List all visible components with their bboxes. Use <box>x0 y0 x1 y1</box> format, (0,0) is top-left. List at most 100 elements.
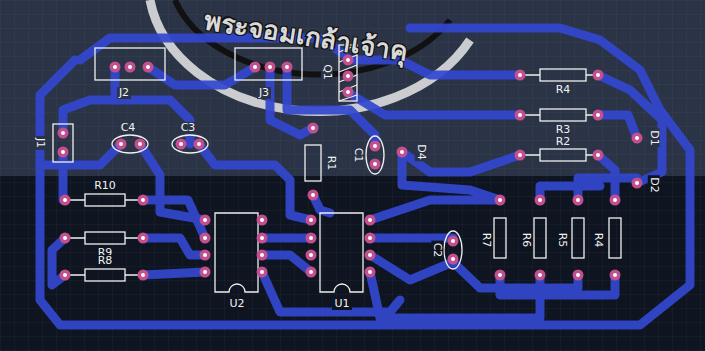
silkscreen <box>305 145 321 181</box>
pad-hole <box>119 142 123 146</box>
board-ground <box>0 0 705 176</box>
copper-trace <box>143 272 205 275</box>
silkscreen <box>534 218 546 258</box>
pad-ring <box>308 190 319 201</box>
pad-ring <box>593 70 604 81</box>
pad-hole <box>253 65 257 69</box>
part-name: C4 <box>119 122 138 134</box>
silkscreen <box>540 149 586 161</box>
pad-ring <box>495 195 506 206</box>
copper-trace <box>370 200 500 220</box>
part-name: D2 <box>648 175 660 194</box>
pad-hole <box>400 150 404 154</box>
pad-ring <box>58 128 69 139</box>
copper-trace <box>540 186 600 200</box>
pad-ring <box>60 270 71 281</box>
solder-pad <box>138 233 149 244</box>
silkscreen <box>520 114 598 115</box>
copper-trace <box>347 92 520 115</box>
watermark-ring <box>150 0 470 111</box>
solder-pad <box>306 250 317 261</box>
pad-ring <box>282 62 293 73</box>
part-name: D4 <box>415 142 427 161</box>
pad-hole <box>596 153 600 157</box>
solder-pad <box>343 71 354 82</box>
pad-hole <box>518 73 522 77</box>
pad-hole <box>311 126 315 130</box>
pad-ring <box>448 236 459 247</box>
solder-pad <box>593 110 604 121</box>
pad-hole <box>368 236 372 240</box>
pad-hole <box>260 236 264 240</box>
solder-pad <box>535 270 546 281</box>
pad-ring <box>448 254 459 265</box>
pad-ring <box>632 133 643 144</box>
pad-hole <box>576 198 580 202</box>
pad-ring <box>397 147 408 158</box>
copper-trace <box>63 100 115 133</box>
pad-ring <box>535 270 546 281</box>
part-name: J1 <box>34 136 46 150</box>
solder-pad <box>200 267 211 278</box>
solder-pad <box>370 159 381 170</box>
pad-ring <box>265 62 276 73</box>
pad-ring <box>343 71 354 82</box>
solder-pad <box>306 215 317 226</box>
silkscreen <box>65 237 143 238</box>
part-name: R3 <box>554 124 573 136</box>
silkscreen <box>95 48 165 80</box>
solder-pad <box>250 62 261 73</box>
pad-ring <box>138 195 149 206</box>
copper-trace <box>262 255 311 272</box>
part-name: R7 <box>480 231 492 250</box>
solder-pad <box>265 62 276 73</box>
solder-pad <box>573 270 584 281</box>
copper-trace <box>143 238 205 255</box>
part-name: C1 <box>352 146 364 165</box>
pad-hole <box>311 193 315 197</box>
solder-pad <box>58 55 643 281</box>
solder-pad <box>515 110 526 121</box>
pad-ring <box>306 233 317 244</box>
pad-hole <box>141 236 145 240</box>
pad-ring <box>110 62 121 73</box>
part-name: C3 <box>179 122 198 134</box>
part-name: J3 <box>257 87 271 99</box>
solder-pad <box>110 62 121 73</box>
pad-ring <box>125 62 136 73</box>
pad-ring <box>365 233 376 244</box>
solder-pad <box>495 195 506 206</box>
solder-pad <box>282 62 293 73</box>
part-name: R2 <box>554 136 573 148</box>
solder-pad <box>306 267 317 278</box>
pad-hole <box>498 198 502 202</box>
solder-pad <box>176 139 187 150</box>
pad-hole <box>613 198 617 202</box>
pad-hole <box>260 253 264 257</box>
solder-pad <box>194 139 205 150</box>
solder-pad <box>610 195 621 206</box>
solder-pad <box>365 267 376 278</box>
silkscreen <box>520 74 598 75</box>
part-name: R6 <box>520 231 532 250</box>
pad-ring <box>60 195 71 206</box>
silkscreen <box>85 232 125 244</box>
pad-ring <box>573 195 584 206</box>
solder-pad <box>257 267 268 278</box>
pad-ring <box>308 123 319 134</box>
pad-hole <box>576 273 580 277</box>
pad-ring <box>60 233 71 244</box>
silkscreen <box>609 218 621 258</box>
pad-hole <box>179 142 183 146</box>
solder-pad <box>308 190 319 201</box>
pad-ring <box>194 139 205 150</box>
pad-hole <box>63 273 67 277</box>
pad-ring <box>343 87 354 98</box>
solder-pad <box>515 150 526 161</box>
silkscreen <box>540 69 586 81</box>
pad-ring <box>257 233 268 244</box>
pad-hole <box>346 58 350 62</box>
pad-hole <box>346 90 350 94</box>
solder-pad <box>135 139 146 150</box>
solder-pad <box>257 215 268 226</box>
